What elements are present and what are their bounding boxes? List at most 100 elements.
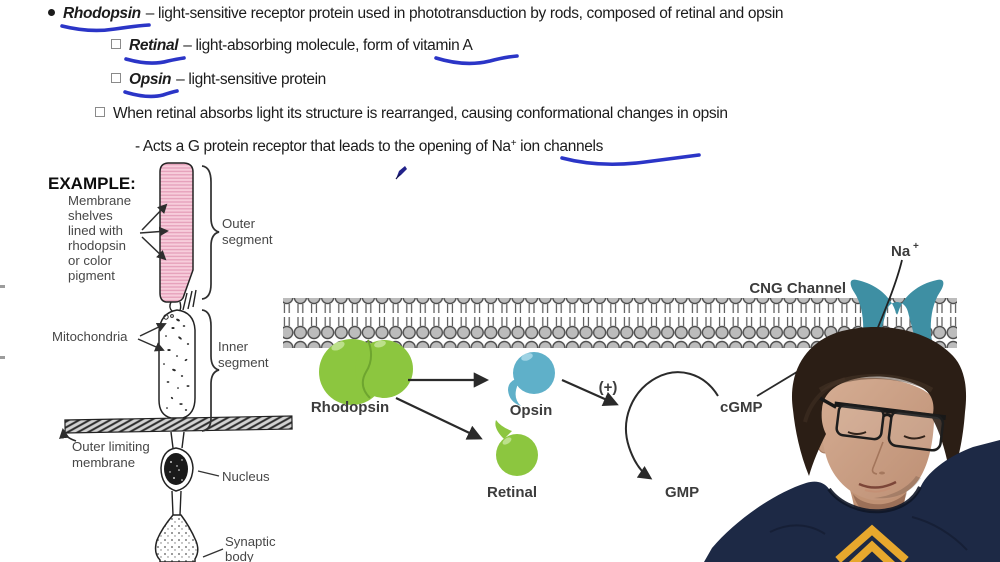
nucleus-shape [164, 453, 188, 485]
shirt [704, 440, 1000, 562]
square-bullet-icon [111, 73, 121, 83]
shirt-logo-chevron [835, 524, 909, 562]
svg-text:Outer limiting: Outer limiting [72, 439, 150, 454]
svg-text:lined with: lined with [68, 223, 123, 238]
svg-text:Outer: Outer [222, 216, 256, 231]
webcam-person [704, 326, 1000, 562]
svg-text:membrane: membrane [72, 455, 135, 470]
gmp-label: GMP [665, 484, 699, 501]
inner-segment-brace [201, 309, 220, 432]
membrane-shelves-label: Membrane shelves lined with rhodopsin or… [68, 193, 131, 283]
underline-rhodopsin [60, 23, 151, 33]
note-line-opsin: Opsin– light-sensitive protein [111, 71, 326, 89]
arrow-rhodopsin-to-retinal [395, 397, 483, 440]
svg-text:Synaptic: Synaptic [225, 534, 276, 549]
mitochondria-arrows [137, 322, 167, 352]
rod-cell-diagram: EXAMPLE: [48, 162, 293, 562]
glasses [819, 396, 947, 452]
pen-cursor-icon [395, 166, 407, 180]
na-label: Na [891, 243, 911, 260]
plus-label: (+) [599, 379, 618, 396]
underline-vitamin-a [434, 54, 519, 66]
mouth [858, 480, 897, 489]
connecting-cilium [169, 289, 197, 312]
svg-text:pigment: pigment [68, 268, 115, 283]
edge-artifact [0, 356, 5, 359]
cgmp-to-gmp-cycle-arrow [625, 371, 719, 480]
note-line-g-protein: - Acts a G protein receptor that leads t… [135, 138, 603, 156]
cell-neck [170, 431, 185, 449]
hair-highlight [803, 377, 846, 423]
outer-segment-shape [159, 162, 194, 303]
retinal-label: Retinal [487, 484, 537, 501]
svg-text:Inner: Inner [218, 339, 249, 354]
hair-highlight [818, 374, 934, 393]
svg-text:rhodopsin: rhodopsin [68, 238, 126, 253]
svg-text:Membrane: Membrane [68, 193, 131, 208]
cgmp-label: cGMP [720, 399, 763, 416]
membrane-shelves-arrows [139, 203, 169, 261]
term-rhodopsin: Rhodopsin [63, 5, 141, 22]
nucleus-speckles [169, 459, 183, 481]
opsin-protein [508, 352, 555, 406]
svg-text:body: body [225, 549, 254, 562]
mitochondria-speckles [163, 314, 190, 411]
outer-limiting-label: Outer limiting membrane [72, 439, 150, 470]
synaptic-body-shape [154, 514, 199, 562]
square-bullet-icon [95, 107, 105, 117]
hair [791, 326, 967, 480]
outer-segment-brace [201, 165, 220, 300]
arrow-opsin-to-cycle [561, 378, 619, 407]
mitochondria-label: Mitochondria [52, 329, 128, 344]
nucleus-pointer [197, 470, 220, 477]
note-text: When retinal absorbs light its structure… [113, 105, 728, 122]
shirt-wrinkle [911, 516, 968, 551]
rhodopsin-label: Rhodopsin [311, 399, 389, 416]
svg-text:segment: segment [222, 232, 273, 247]
note-text: ion channels [516, 138, 603, 155]
note-line-retinal: Retinal– light-absorbing molecule, form … [111, 37, 473, 55]
note-text: – light-sensitive receptor protein used … [145, 5, 784, 22]
term-opsin: Opsin [129, 71, 172, 88]
inner-segment-label: Inner segment [218, 339, 269, 370]
svg-text:segment: segment [218, 355, 269, 370]
left-eye [847, 431, 867, 435]
synaptic-pointer [202, 548, 224, 558]
rhodopsin-protein [319, 339, 413, 405]
webcam-overlay [704, 326, 1000, 562]
svg-text:or color: or color [68, 253, 113, 268]
lower-lip [864, 487, 891, 493]
square-bullet-icon [111, 39, 121, 49]
note-text: – light-sensitive protein [176, 71, 326, 88]
superscript-plus: + [510, 138, 517, 149]
note-text: – light-absorbing molecule, form of vita… [183, 37, 473, 54]
synaptic-body-label: Synaptic body [225, 534, 276, 562]
underline-retinal [124, 56, 186, 65]
shirt-wrinkle [769, 524, 826, 535]
opsin-label: Opsin [510, 402, 553, 419]
term-retinal: Retinal [129, 37, 179, 54]
jaw-shadow [874, 476, 921, 499]
nucleus-label: Nucleus [222, 469, 270, 484]
collar [827, 486, 922, 514]
round-bullet-icon [48, 9, 55, 16]
note-line-when-retinal: When retinal absorbs light its structure… [95, 105, 728, 123]
cell-neck [171, 490, 182, 516]
svg-text:shelves: shelves [68, 208, 113, 223]
outer-limiting-arrow [59, 427, 77, 442]
edge-artifact [0, 285, 5, 288]
cng-channel-label: CNG Channel [749, 280, 846, 297]
na-superscript: + [913, 241, 919, 252]
nostril [879, 471, 885, 475]
underline-opsin [123, 89, 179, 99]
retinal-molecule [495, 420, 538, 476]
underline-na-channels [560, 153, 701, 167]
outer-segment-label: Outer segment [222, 216, 273, 247]
right-eye [903, 435, 926, 440]
note-text: - Acts a G protein receptor that leads t… [135, 138, 511, 155]
example-heading: EXAMPLE: [48, 174, 136, 193]
note-line-rhodopsin: Rhodopsin– light-sensitive receptor prot… [48, 5, 784, 23]
nose [871, 441, 884, 475]
